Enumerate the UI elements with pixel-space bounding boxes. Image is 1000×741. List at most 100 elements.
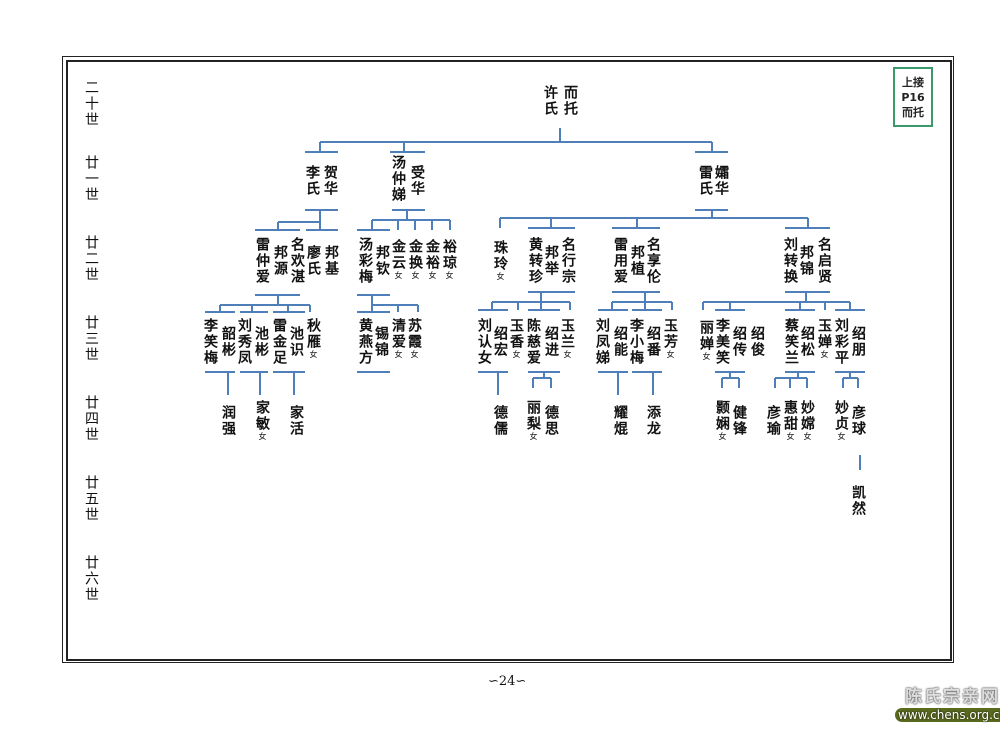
person-name: 陈慈爱 [525,318,541,366]
person-name: 邦举 [543,245,559,277]
person-name: 贺华 [322,165,338,197]
generation-label: 廿六世 [83,555,99,603]
female-mark: 女 [702,352,711,360]
person-name: 韶彬 [220,326,236,358]
person-name: 丽梨 [525,400,541,432]
person-node: 绍番 [645,326,661,358]
person-node: 裕琼女 [441,239,457,279]
person-name: 添龙 [645,405,661,437]
person-node: 玉兰女 [559,318,575,358]
female-mark: 女 [837,432,846,440]
person-node: 玉香女 [508,318,524,358]
person-name: 蔡笑兰 [783,318,799,366]
page-frame-outer [62,56,954,663]
person-name: 彦瑜 [765,405,781,437]
person-node: 苏霞女 [406,318,422,358]
person-name: 名享伦 [645,237,661,285]
person-name: 金裕 [424,239,440,271]
person-name: 妙贞 [833,400,849,432]
person-name: 绍朋 [850,326,866,358]
female-mark: 女 [410,350,419,358]
person-node: 名行宗 [560,237,576,285]
female-mark: 女 [529,432,538,440]
person-name: 润强 [220,405,236,437]
person-name: 玉婵 [816,318,832,350]
person-name: 耀焜 [612,405,628,437]
person-name: 绍番 [645,326,661,358]
person-node: 廖氏 [305,245,321,277]
female-mark: 女 [803,432,812,440]
person-name: 雷氏 [697,165,713,197]
female-mark: 女 [258,432,267,440]
person-node: 德儒 [492,405,508,437]
person-node: 邦基 [323,245,339,277]
person-node: 汤彩梅 [357,237,373,285]
link-box-line3: 而托 [902,106,924,119]
person-node: 邦举 [543,245,559,277]
person-name: 邦植 [629,245,645,277]
person-node: 刘凤娣 [594,318,610,366]
person-name: 德儒 [492,405,508,437]
female-mark: 女 [445,271,454,279]
female-mark: 女 [666,350,675,358]
watermark: 陈氏宗亲网 www.chens.org.cn [895,682,1000,722]
person-node: 惠甜女 [782,400,798,440]
person-node: 李笑梅 [202,318,218,366]
person-node: 绍松 [799,326,815,358]
female-mark: 女 [496,272,505,280]
person-node: 绍能 [612,326,628,358]
person-name: 彦球 [850,405,866,437]
person-name: 裕琼 [441,239,457,271]
person-node: 雷氏 [697,165,713,197]
person-node: 金裕女 [424,239,440,279]
person-node: 刘彩平 [833,318,849,366]
person-name: 李小梅 [628,318,644,366]
person-name: 德思 [543,405,559,437]
person-name: 颢娴 [714,400,730,432]
person-node: 家活 [288,405,304,437]
person-name: 绍能 [612,326,628,358]
person-name: 雷金足 [271,318,287,366]
female-mark: 女 [394,350,403,358]
person-node: 李小梅 [628,318,644,366]
person-node: 蔡笑兰 [783,318,799,366]
female-mark: 女 [563,350,572,358]
person-node: 雷用爱 [612,237,628,285]
person-name: 池彬 [253,326,269,358]
person-name: 玉香 [508,318,524,350]
person-name: 李美笑 [714,318,730,366]
person-node: 妙贞女 [833,400,849,440]
person-node: 丽婵女 [698,320,714,360]
person-name: 刘秀凤 [236,318,252,366]
person-node: 名启贤 [816,237,832,285]
person-node: 李美笑 [714,318,730,366]
person-node: 清爱女 [390,318,406,358]
person-name: 刘认女 [476,318,492,366]
person-node: 添龙 [645,405,661,437]
person-node: 玉婵女 [816,318,832,358]
person-node: 绍俊 [749,326,765,358]
person-node: 珠玲女 [492,240,508,280]
person-name: 绍传 [731,326,747,358]
person-name: 绍宏 [492,326,508,358]
person-name: 黄转珍 [527,237,543,285]
person-name: 金云 [390,239,406,271]
person-name: 受华 [409,165,425,197]
generation-label: 廿五世 [83,475,99,523]
watermark-title: 陈氏宗亲网 [905,687,1000,707]
page-frame-inner [66,60,952,661]
person-node: 李氏 [304,165,320,197]
person-node: 妙嫦女 [799,400,815,440]
person-node: 玉芳女 [662,318,678,358]
person-name: 邦基 [323,245,339,277]
female-mark: 女 [394,271,403,279]
person-node: 润强 [220,405,236,437]
person-name: 珠玲 [492,240,508,272]
person-name: 清爱 [390,318,406,350]
person-node: 绍宏 [492,326,508,358]
person-node: 邦锦 [798,245,814,277]
person-name: 家敏 [254,400,270,432]
person-node: 名欢湛 [289,237,305,285]
person-node: 雷金足 [271,318,287,366]
